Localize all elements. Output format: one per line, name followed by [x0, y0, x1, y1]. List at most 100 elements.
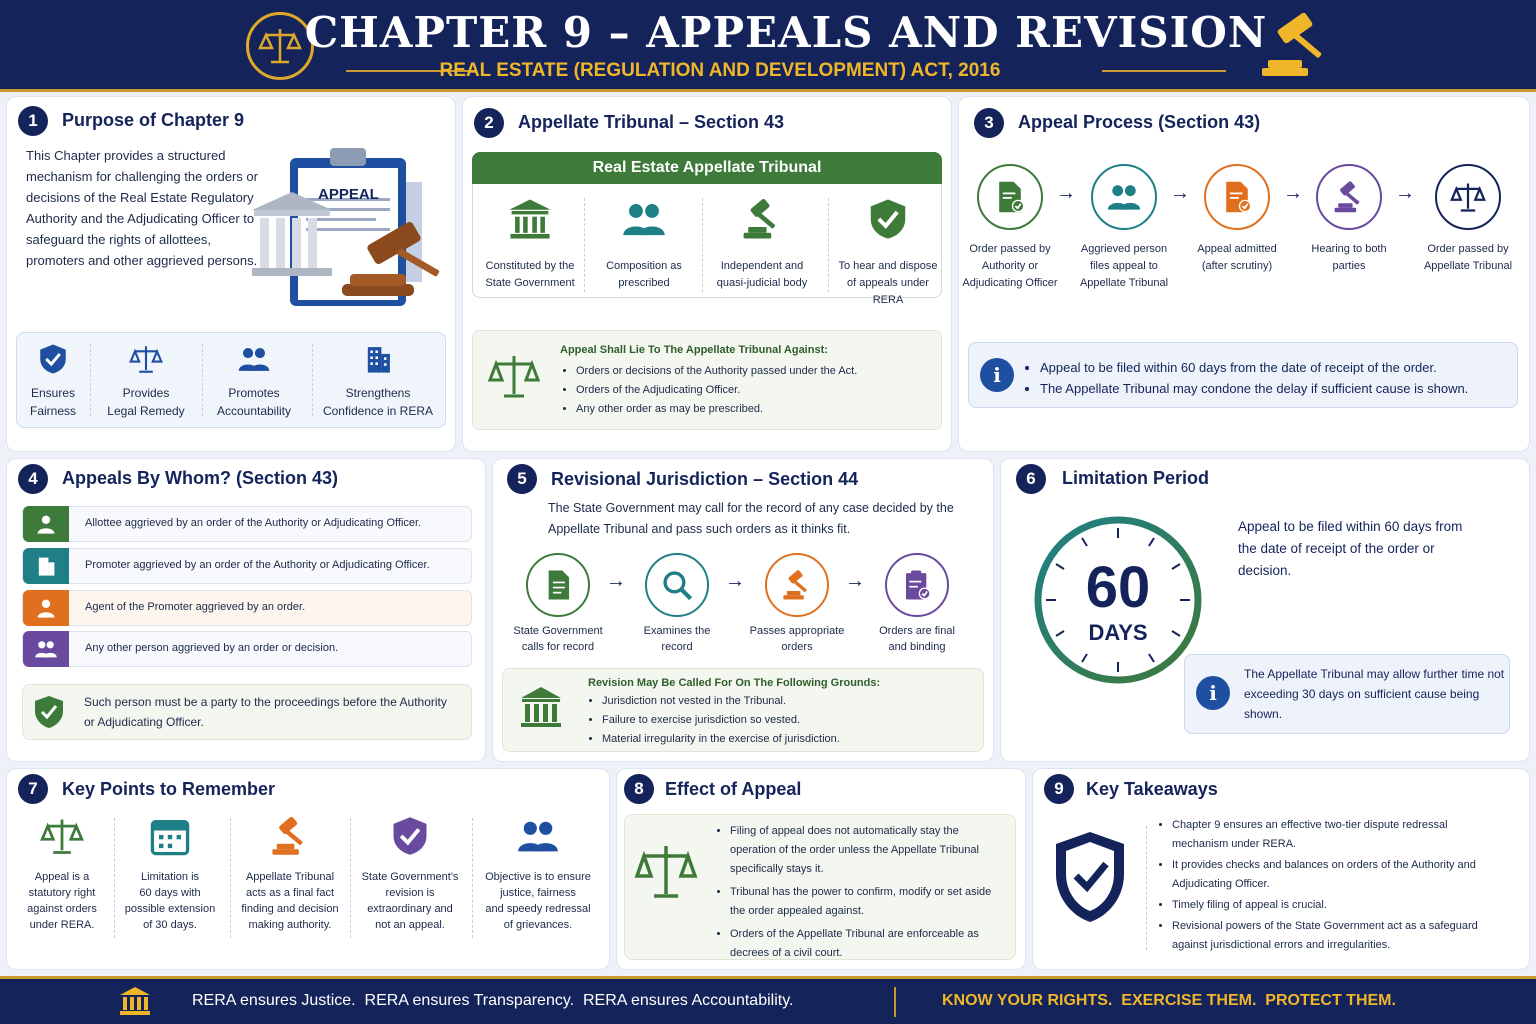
- section-number: 1: [18, 106, 48, 136]
- section-number: 3: [974, 108, 1004, 138]
- key-point-label: not an appeal.: [375, 919, 445, 931]
- people-icon: [516, 814, 560, 863]
- key-point-label: of grievances.: [503, 919, 573, 931]
- document-check-icon: [1219, 179, 1255, 220]
- section-title: Limitation Period: [1062, 468, 1210, 488]
- revision-step-label: Orders are final: [879, 625, 955, 637]
- list-item: The Appellate Tribunal may condone the d…: [1040, 378, 1468, 399]
- revision-step-label: Passes appropriate: [749, 625, 845, 637]
- party-note-text: Such person must be a party to the proce…: [84, 695, 447, 729]
- section-number: 2: [474, 108, 504, 138]
- key-point-label: Appellate Tribunal: [245, 871, 335, 883]
- scales-icon: [40, 814, 84, 863]
- process-step-label: Authority or: [981, 260, 1039, 272]
- revision-grounds-heading: Revision May Be Called For On The Follow…: [588, 677, 881, 689]
- tribunal-item-label: prescribed: [618, 277, 670, 289]
- revision-step-label: State Government: [513, 625, 603, 637]
- list-item: Any other order as may be prescribed.: [576, 400, 857, 419]
- tribunal-item-label: State Government: [485, 277, 575, 289]
- arrow-right-icon: →: [1056, 182, 1076, 204]
- key-point-label: Limitation is: [140, 871, 200, 883]
- revision-step-label: Examines the: [643, 625, 711, 637]
- footer-left-text: RERA ensures Justice. RERA ensures Trans…: [192, 992, 794, 1009]
- arrow-right-icon: →: [845, 570, 865, 592]
- page-subtitle: REAL ESTATE (REGULATION AND DEVELOPMENT)…: [439, 60, 1001, 81]
- shield-check-icon: [865, 196, 911, 247]
- section-number: 4: [18, 464, 48, 494]
- section-title: Purpose of Chapter 9: [62, 110, 245, 130]
- header-banner: CHAPTER 9 – APPEALS AND REVISION REAL ES…: [0, 0, 1536, 92]
- process-step-label: Appeal admitted: [1197, 243, 1277, 255]
- limitation-text: Appeal to be filed within 60 days from t…: [1238, 519, 1463, 578]
- footer-right-text: KNOW YOUR RIGHTS. EXERCISE THEM. PROTECT…: [942, 992, 1396, 1009]
- shield-check-icon: [36, 342, 70, 381]
- people-icon: [237, 342, 271, 381]
- process-step-label: parties: [1332, 260, 1366, 272]
- revision-step-label: calls for record: [521, 641, 595, 653]
- key-point-label: Appeal is a: [34, 871, 90, 883]
- scales-icon: [246, 12, 314, 80]
- feature-label: Legal Remedy: [107, 404, 185, 418]
- extension-note: [1184, 654, 1510, 734]
- scales-icon: [487, 350, 541, 407]
- search-icon: [660, 568, 694, 607]
- list-item: Material irregularity in the exercise of…: [602, 730, 840, 749]
- process-step-label: (after scrutiny): [1201, 260, 1273, 272]
- key-point-label: making authority.: [248, 919, 332, 931]
- process-step-label: Appellate Tribunal: [1423, 260, 1513, 272]
- tribunal-item-label: quasi-judicial body: [716, 277, 808, 289]
- tribunal-banner-title: Real Estate Appellate Tribunal: [472, 152, 942, 184]
- key-point-label: statutory right: [28, 887, 96, 899]
- feature-label: Accountability: [216, 404, 292, 418]
- revision-text: The State Government may call for the re…: [548, 501, 954, 536]
- page-title: CHAPTER 9 – APPEALS AND REVISION: [304, 8, 1268, 57]
- key-point-label: under RERA.: [29, 919, 95, 931]
- process-step-circle: [1091, 164, 1157, 230]
- days-unit: DAYS: [1088, 620, 1148, 645]
- appeal-process-note: [968, 342, 1518, 408]
- info-icon: i: [1196, 676, 1230, 710]
- appellant-text: Allottee aggrieved by an order of the Au…: [85, 517, 422, 529]
- section-title: Effect of Appeal: [665, 779, 802, 799]
- effect-box: [624, 814, 1016, 960]
- revision-step-circle: [765, 553, 829, 617]
- shield-check-icon: [32, 694, 66, 735]
- people-icon: [23, 631, 69, 667]
- process-step-circle: [1204, 164, 1270, 230]
- tribunal-item-label: of appeals under RERA: [847, 277, 929, 306]
- people-icon: [1106, 179, 1142, 220]
- section-title: Appellate Tribunal – Section 43: [518, 112, 785, 132]
- arrow-right-icon: →: [1170, 182, 1190, 204]
- key-point-label: and speedy redressal: [485, 903, 591, 915]
- key-point-label: State Government's: [361, 871, 459, 883]
- revision-grounds-list: Jurisdiction not vested in the Tribunal.…: [588, 692, 840, 749]
- building-icon: [361, 342, 395, 381]
- document-icon: [541, 568, 575, 607]
- gavel-icon: [268, 814, 312, 863]
- gavel-icon: [1258, 10, 1338, 82]
- days-number: 60: [1085, 555, 1151, 620]
- section-title: Appeals By Whom? (Section 43): [62, 468, 339, 488]
- revision-step-label: and binding: [888, 641, 946, 653]
- arrow-right-icon: →: [1395, 182, 1415, 204]
- gavel-icon: [780, 568, 814, 607]
- list-item: Failure to exercise jurisdiction so vest…: [602, 711, 840, 730]
- arrow-right-icon: →: [725, 570, 745, 592]
- list-item: Jurisdiction not vested in the Tribunal.: [602, 692, 840, 711]
- arrow-right-icon: →: [1283, 182, 1303, 204]
- feature-label: Strengthens: [345, 386, 411, 400]
- list-item: Tribunal has the power to confirm, modif…: [730, 883, 998, 921]
- scales-icon: [634, 840, 698, 909]
- info-icon: i: [980, 358, 1014, 392]
- footer-banner: RERA ensures Justice. RERA ensures Trans…: [0, 976, 1536, 1024]
- shield-check-icon: [1052, 830, 1128, 931]
- appellant-row: Agent of the Promoter aggrieved by an or…: [22, 590, 472, 626]
- key-point-label: justice, fairness: [500, 887, 576, 899]
- key-point-label: finding and decision: [241, 903, 339, 915]
- list-item: Filing of appeal does not automatically …: [730, 822, 998, 879]
- gavel-icon: [1331, 179, 1367, 220]
- appellant-text: Any other person aggrieved by an order o…: [85, 642, 339, 654]
- appellant-row: Allottee aggrieved by an order of the Au…: [22, 506, 472, 542]
- list-item: Chapter 9 ensures an effective two-tier …: [1172, 816, 1494, 854]
- key-point-label: acts as a final fact: [245, 887, 335, 899]
